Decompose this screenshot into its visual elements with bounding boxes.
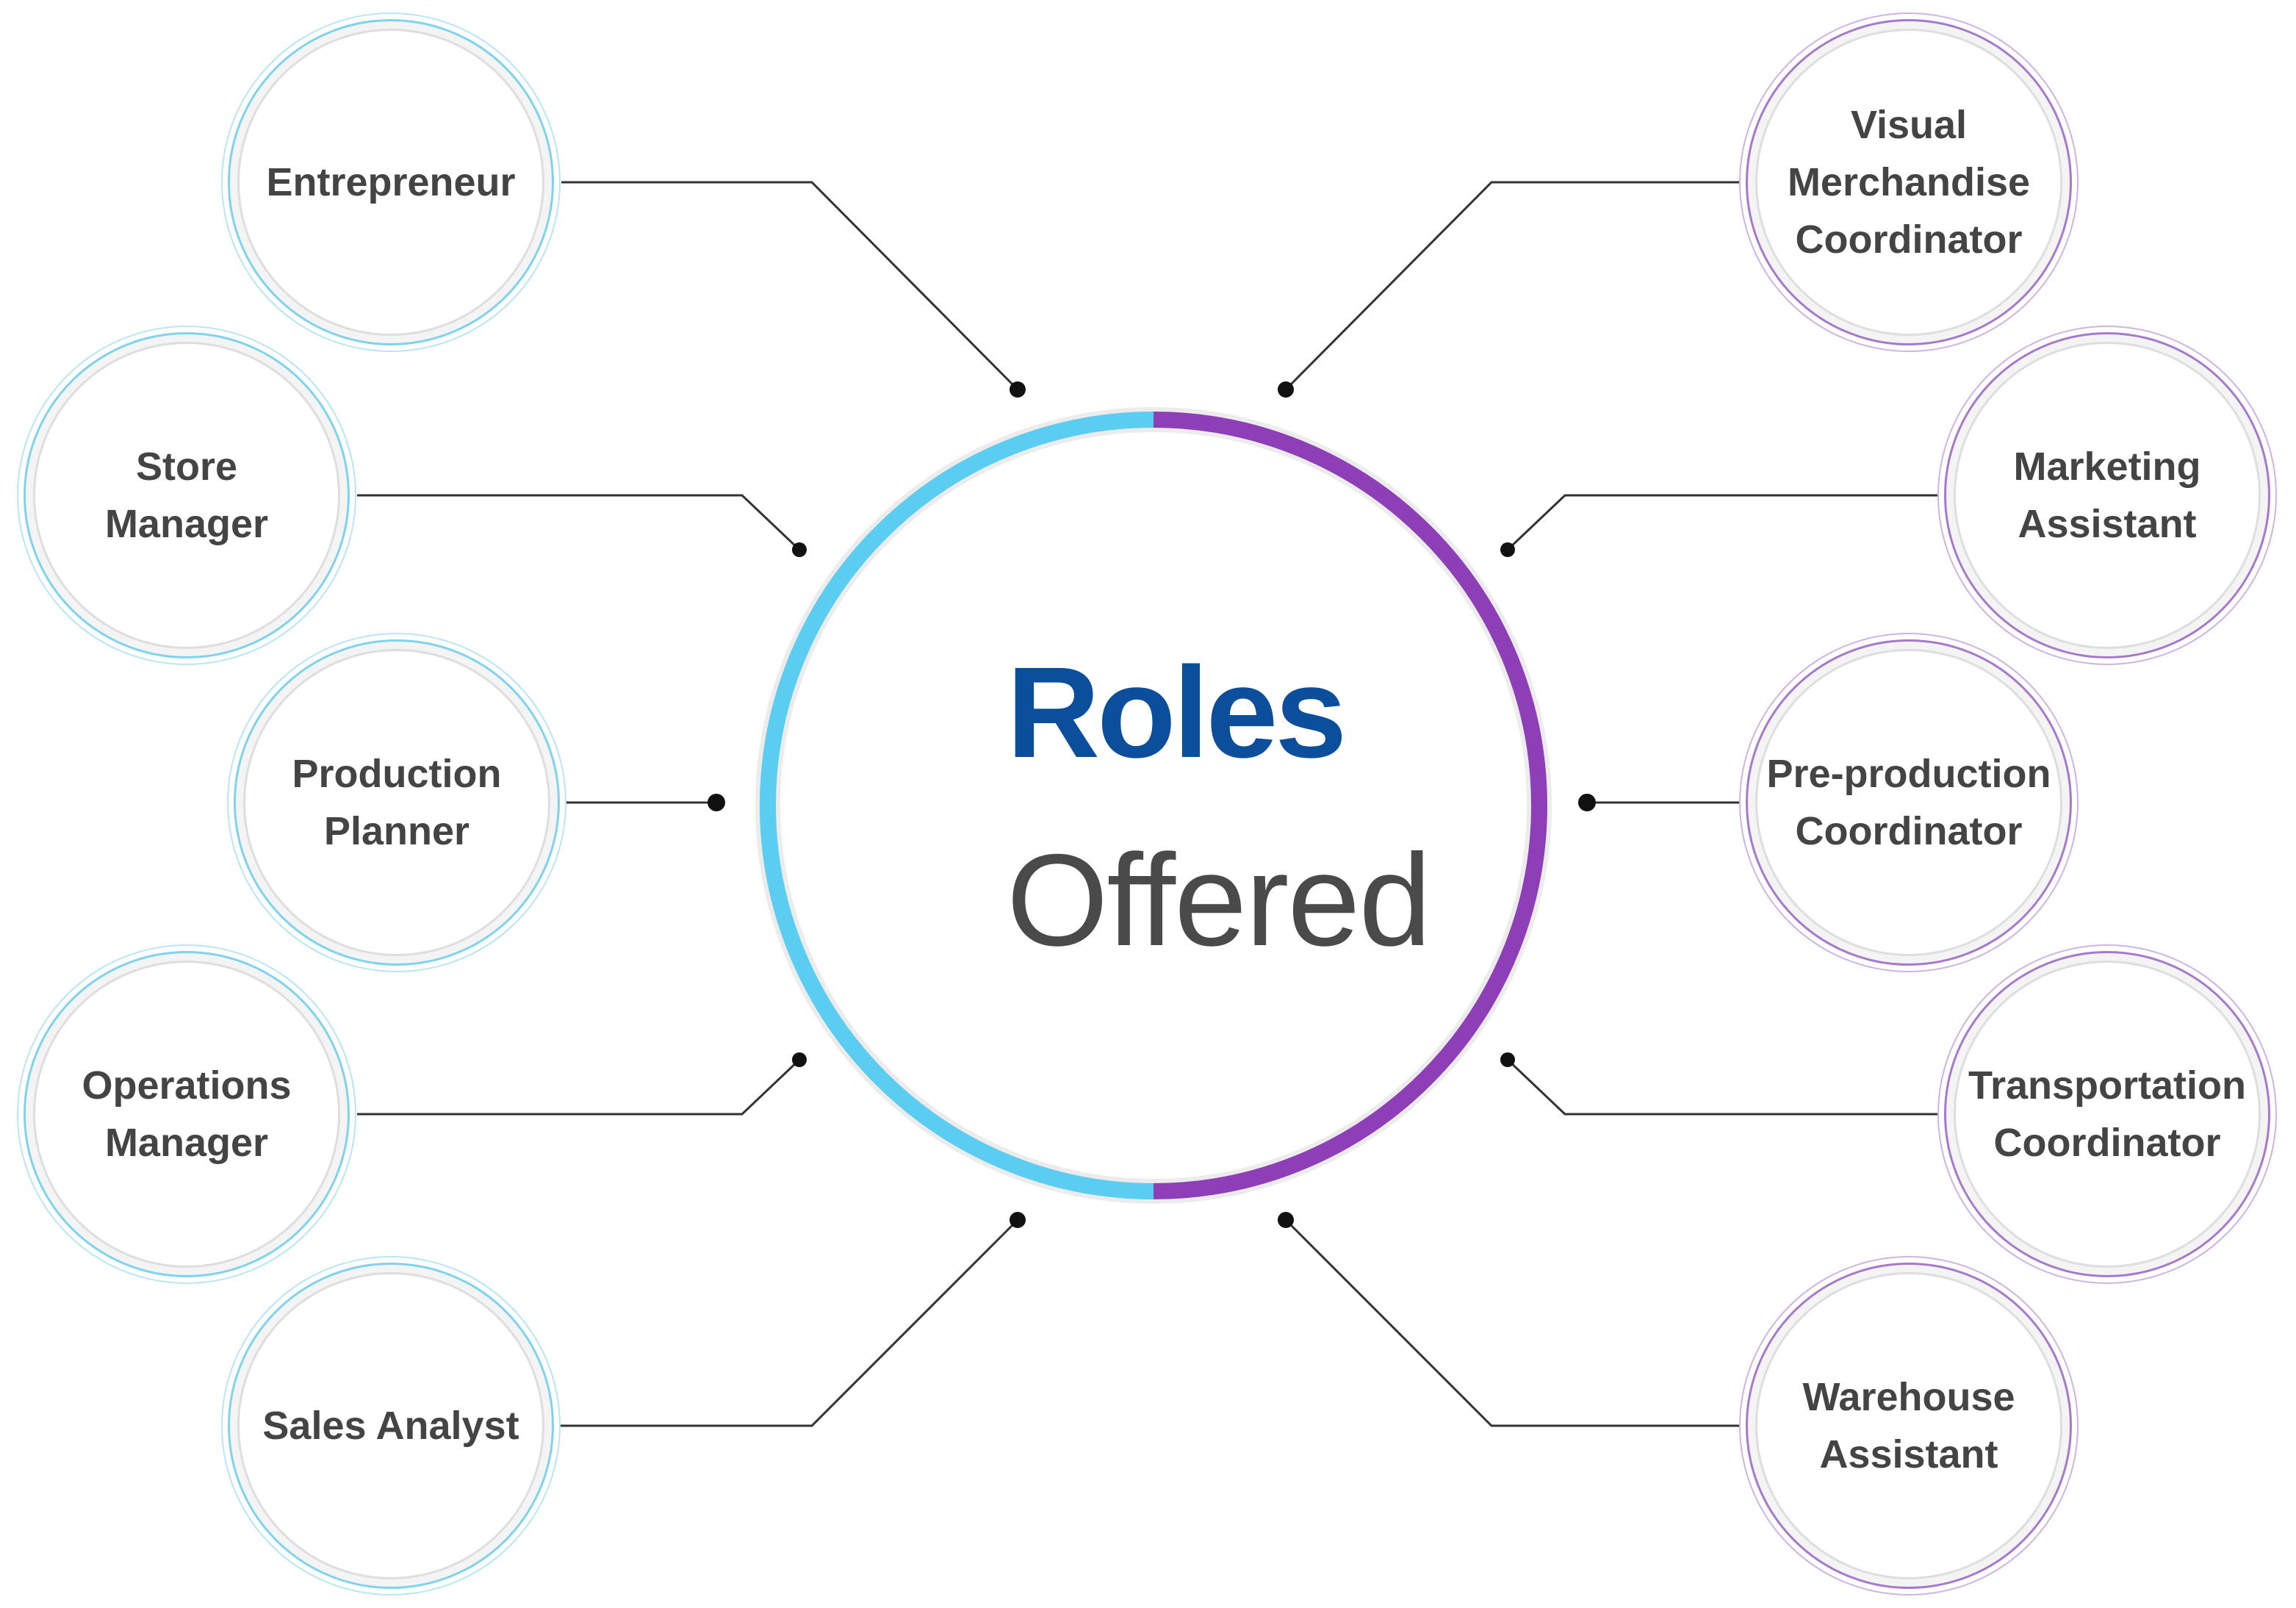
role-label: Sales Analyst (262, 1404, 519, 1448)
role-circle-store-manager: Store Manager (24, 332, 350, 658)
role-circle-warehouse-assistant: Warehouse Assistant (1746, 1263, 2072, 1589)
center-title: Roles (1007, 641, 1347, 785)
role-circle-sales-analyst: Sales Analyst (228, 1263, 554, 1589)
center-ring-right-arc (1153, 412, 1547, 1199)
center-ring-left-arc (760, 412, 1154, 1199)
role-label: Production Planner (292, 752, 502, 853)
role-label: Marketing Assistant (2013, 445, 2201, 546)
role-label: Pre-production Coordinator (1766, 752, 2051, 853)
connector-marketing-assistant (1506, 494, 1938, 551)
connector-sales-analyst (560, 1218, 1019, 1427)
role-circle-visual-merchandise-coordinator: Visual Merchandise Coordinator (1746, 19, 2072, 345)
connector-entrepreneur (561, 181, 1019, 391)
role-circle-entrepreneur: Entrepreneur (228, 19, 554, 345)
role-label: Warehouse Assistant (1802, 1375, 2015, 1476)
role-circle-pre-production-coordinator: Pre-production Coordinator (1746, 639, 2072, 966)
connector-dot-production-planner (708, 794, 725, 811)
center-subtitle: Offered (1007, 827, 1431, 973)
role-circle-production-planner: Production Planner (234, 639, 560, 966)
role-label: Entrepreneur (266, 160, 516, 204)
connector-dot-store-manager (792, 542, 807, 557)
connector-dot-warehouse (1278, 1212, 1294, 1228)
connector-dot-operations-manager (792, 1052, 807, 1067)
connector-dot-visual-merchandise (1278, 381, 1294, 398)
role-label: Store Manager (104, 445, 269, 546)
connector-dot-sales-analyst (1010, 1212, 1026, 1228)
connector-dot-entrepreneur (1010, 381, 1026, 398)
connector-dot-marketing-assistant (1500, 542, 1515, 557)
role-circle-transportation-coordinator: Transportation Coordinator (1944, 951, 2270, 1277)
role-label: Operations Manager (82, 1063, 292, 1165)
connector-operations-manager (357, 1058, 801, 1116)
role-circle-marketing-assistant: Marketing Assistant (1944, 332, 2270, 658)
connector-warehouse (1284, 1218, 1740, 1427)
connector-dot-transportation (1500, 1052, 1515, 1067)
connector-visual-merchandise (1284, 181, 1740, 391)
connector-transportation (1506, 1058, 1938, 1116)
role-label: Visual Merchandise Coordinator (1787, 103, 2031, 262)
role-label: Transportation Coordinator (1968, 1063, 2247, 1165)
connector-store-manager (357, 494, 801, 551)
role-circle-operations-manager: Operations Manager (24, 951, 350, 1277)
connector-dot-pre-production (1578, 794, 1596, 811)
